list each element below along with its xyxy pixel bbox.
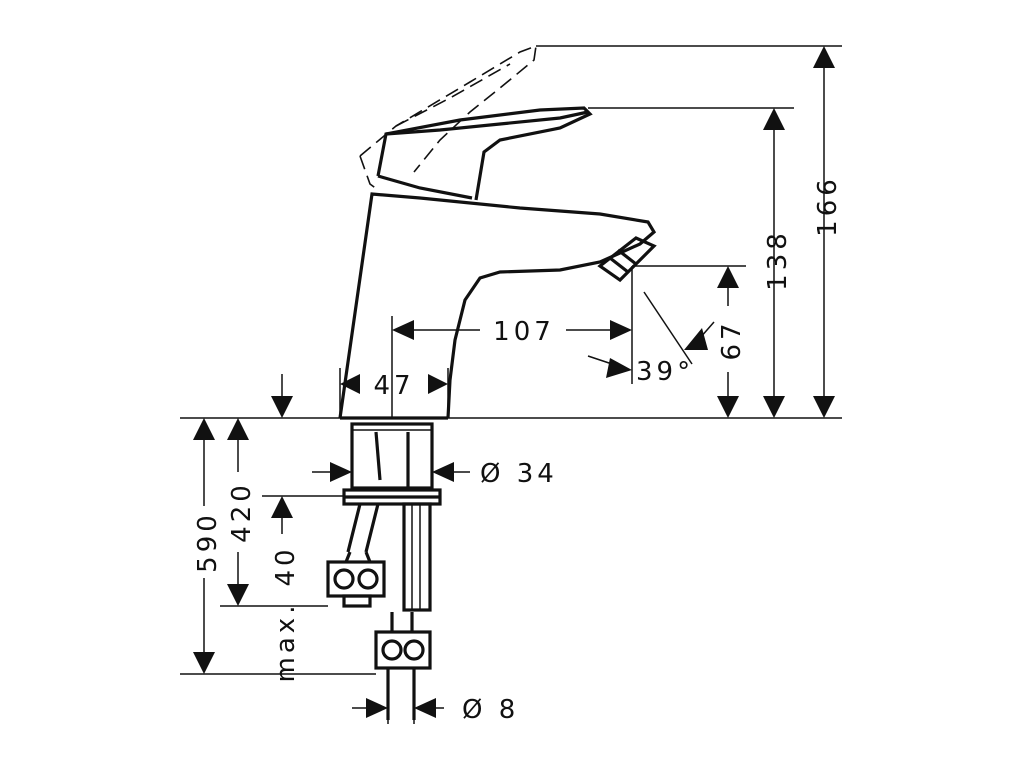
dimension-max-label: max.	[271, 602, 301, 683]
dimension-dia-34: Ø 34	[312, 459, 558, 489]
dimension-67: 67	[717, 266, 747, 418]
dimension-dia-34-label: Ø 34	[480, 459, 558, 489]
dimension-39-label: 39°	[636, 357, 694, 387]
dimension-138: 138	[763, 108, 793, 418]
dimension-dia-8: Ø 8	[352, 695, 519, 725]
dimension-166: 166	[813, 46, 843, 418]
dimension-40: 40 max.	[271, 496, 301, 682]
dimension-420: 420	[227, 418, 257, 606]
dimension-420-label: 420	[227, 481, 257, 543]
lever-raised-ghost	[359, 44, 537, 191]
shank-assembly	[342, 422, 442, 612]
dimension-67-label: 67	[717, 319, 747, 360]
extension-lines	[180, 45, 842, 724]
dimension-47: 47	[339, 368, 449, 418]
dimension-47-label: 47	[373, 371, 414, 401]
dimension-107-label: 107	[493, 317, 555, 347]
dimension-166-label: 166	[813, 175, 843, 237]
dimension-40-label: 40	[271, 545, 301, 586]
dimension-590-label: 590	[193, 511, 223, 573]
dimension-39-angle: 39°	[587, 291, 715, 387]
faucet-body	[338, 106, 657, 420]
dimension-138-label: 138	[763, 229, 793, 291]
dimension-107: 107	[392, 317, 632, 347]
hose-connector-bottom	[374, 612, 432, 720]
dimension-590: 590	[193, 418, 223, 674]
dimension-dia-8-label: Ø 8	[462, 695, 519, 725]
hose-connector-left	[326, 551, 386, 608]
counter-thickness-arrow	[271, 374, 293, 418]
